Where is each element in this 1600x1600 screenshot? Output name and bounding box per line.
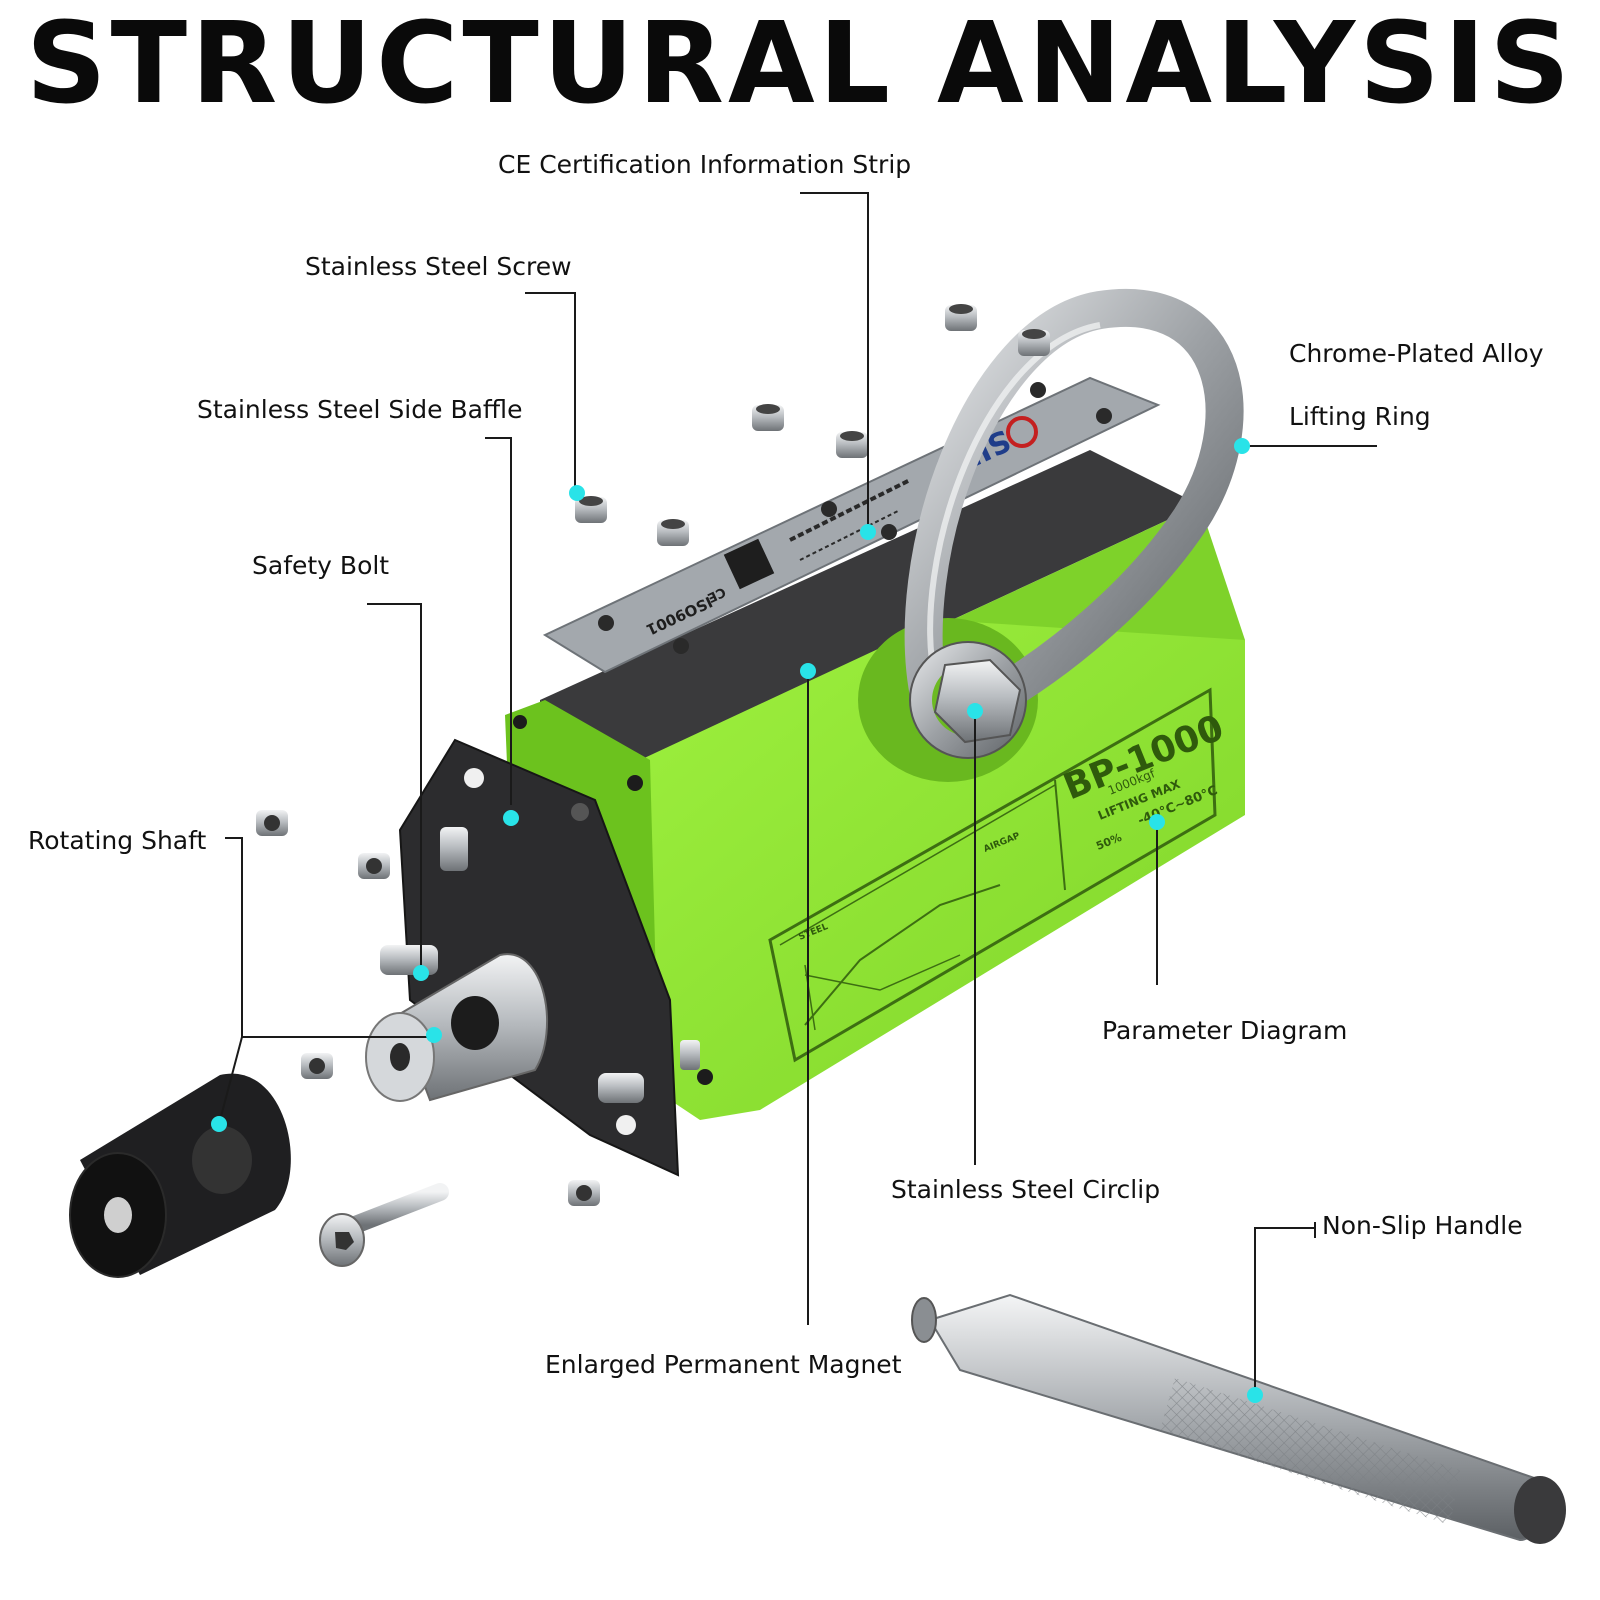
- non-slip-handle: [911, 1293, 1566, 1544]
- screw-nut: [301, 1053, 333, 1079]
- leader-ce-strip: [800, 192, 869, 530]
- plate-hole: [1096, 408, 1112, 424]
- circlip: [933, 658, 1022, 744]
- handle-end-cap: [1514, 1476, 1566, 1544]
- end-screw-hole: [513, 715, 527, 729]
- panel-divider: [1054, 779, 1066, 891]
- loose-screws: [256, 304, 1050, 1267]
- label-magnet: Enlarged Permanent Magnet: [545, 1350, 902, 1379]
- screw-nut: [945, 304, 977, 331]
- shaft-bore: [390, 1043, 410, 1071]
- baffle-peg: [680, 1040, 700, 1070]
- parameter-panel: [768, 687, 1217, 1063]
- collar-bore: [104, 1197, 132, 1233]
- plate-hole: [881, 524, 897, 540]
- callout-dot-magnet: [800, 663, 816, 679]
- callout-dot-rotating-shaft: [426, 1027, 442, 1043]
- qr-code: [723, 538, 775, 590]
- panel-chart-line: [804, 884, 1001, 1026]
- panel-chart-axis: [804, 964, 816, 1031]
- ce-mark-text: CE: [705, 583, 728, 604]
- panel-divider: [779, 784, 1056, 946]
- leader-lines: [218, 192, 1377, 1390]
- label-ce-strip: CE Certification Information Strip: [498, 150, 912, 179]
- ring-highlight: [927, 322, 1101, 681]
- plate-hole: [821, 501, 837, 517]
- screw-nut: [1018, 329, 1050, 356]
- callout-dot-lifting-ring: [1234, 438, 1250, 454]
- screw-nut: [836, 431, 868, 458]
- callout-dots: [211, 438, 1263, 1403]
- callout-dot-screw: [569, 485, 585, 501]
- screw-nut: [358, 853, 390, 879]
- cap-screw: [319, 1183, 449, 1267]
- screw-nut: [752, 404, 784, 431]
- plate-hole: [598, 615, 614, 631]
- screw-nut: [575, 496, 607, 523]
- collar-pin: [192, 1126, 252, 1194]
- handle-knurl: [1160, 1378, 1460, 1525]
- body-front-face: [640, 620, 1245, 1120]
- leader-screw: [525, 292, 576, 493]
- callout-dot-ce-strip: [860, 524, 876, 540]
- label-parameter-diagram: Parameter Diagram: [1102, 1016, 1348, 1045]
- black-collar: [69, 1073, 291, 1278]
- rotating-shaft: [365, 953, 548, 1102]
- callout-dot-safety-bolt: [413, 965, 429, 981]
- hex-nut: [933, 658, 1022, 744]
- screw-nut: [657, 519, 689, 546]
- label-side-baffle: Stainless Steel Side Baffle: [197, 395, 523, 424]
- leader-side-baffle: [485, 437, 512, 805]
- end-screw-hole: [697, 1069, 713, 1085]
- leader-rotating-shaft-collar: [218, 1036, 243, 1125]
- baffle-plate: [398, 738, 680, 1177]
- callout-dot-collar: [211, 1116, 227, 1132]
- label-lifting-ring-line1: Chrome-Plated Alloy: [1289, 339, 1544, 368]
- callout-dot-circlip: [967, 703, 983, 719]
- label-lifting-ring-line2: Lifting Ring: [1289, 402, 1431, 431]
- baffle-hole: [616, 1115, 636, 1135]
- safety-bolt: [598, 1073, 644, 1103]
- leader-rotating-shaft: [225, 837, 434, 1038]
- callout-dot-parameter-diagram: [1149, 814, 1165, 830]
- ring-arc: [904, 289, 1244, 719]
- safety-bolt: [380, 945, 438, 975]
- baffle-hole: [464, 768, 484, 788]
- plate-surface: [542, 376, 1161, 674]
- label-screw: Stainless Steel Screw: [305, 252, 572, 281]
- plate-text-line: [789, 478, 911, 542]
- leader-safety-bolt: [367, 603, 422, 966]
- screw-nut: [568, 1180, 600, 1206]
- baffle-hole: [571, 803, 589, 821]
- safety-bolt: [440, 827, 468, 871]
- shaft-pin: [451, 996, 499, 1050]
- plate-text-line: [799, 509, 901, 561]
- callout-dot-side-baffle: [503, 810, 519, 826]
- handle-tip: [911, 1297, 937, 1343]
- plate-hole: [1030, 382, 1046, 398]
- magnet-core-top: [540, 450, 1200, 760]
- leader-handle: [1254, 1222, 1316, 1390]
- plate-hole: [673, 638, 689, 654]
- screw-nut: [256, 810, 288, 836]
- label-handle: Non-Slip Handle: [1322, 1211, 1523, 1240]
- end-screw-hole: [627, 775, 643, 791]
- label-safety-bolt: Safety Bolt: [252, 551, 390, 580]
- brand-logo-icon: [1006, 416, 1038, 448]
- panel-chart-line: [804, 954, 961, 991]
- label-rotating-shaft: Rotating Shaft: [28, 826, 207, 855]
- callout-dot-handle: [1247, 1387, 1263, 1403]
- diagram-title: STRUCTURAL ANALYSIS: [25, 0, 1575, 129]
- label-circlip: Stainless Steel Circlip: [891, 1175, 1161, 1204]
